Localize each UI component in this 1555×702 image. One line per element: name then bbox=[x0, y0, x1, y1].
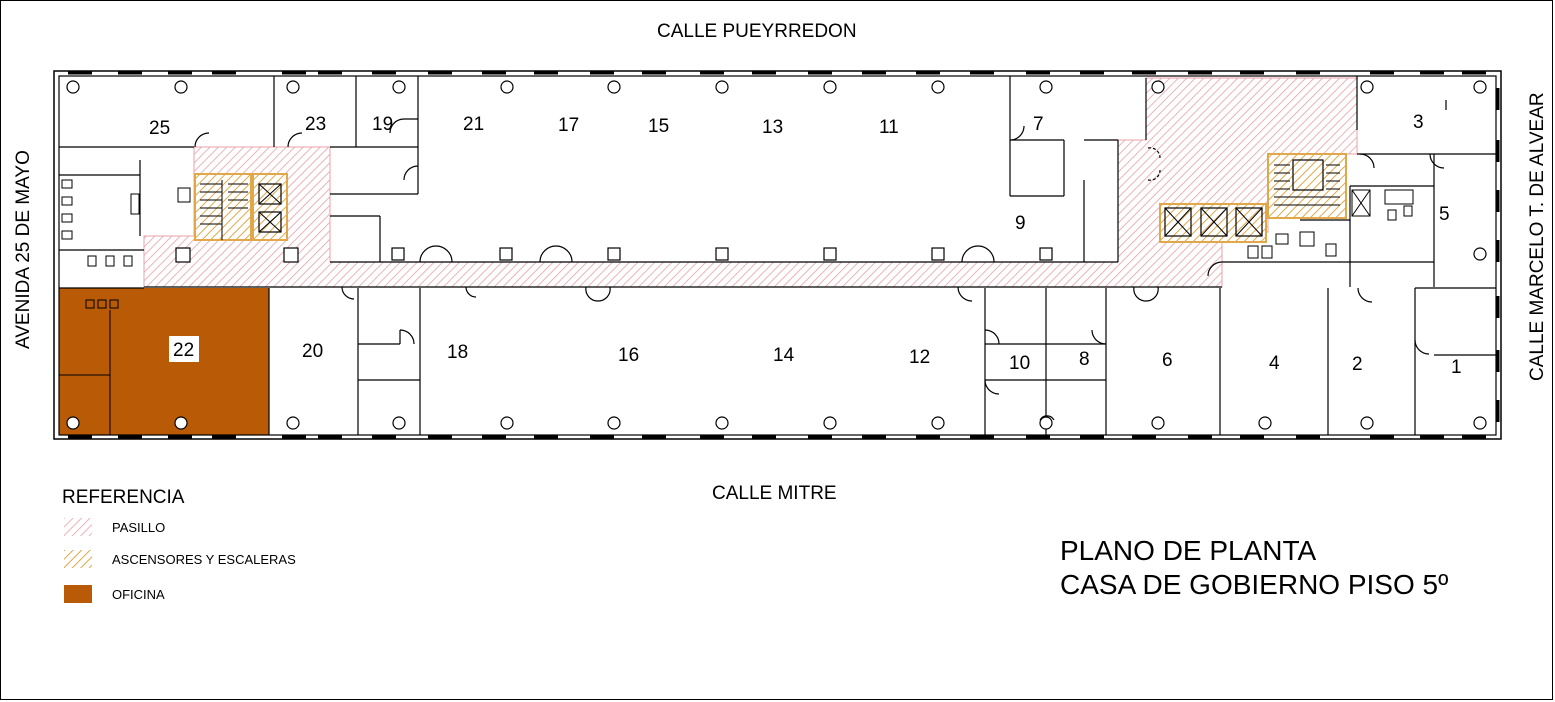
legend-label-elevators-stairs: ASCENSORES Y ESCALERAS bbox=[112, 551, 296, 567]
elevator-e3 bbox=[1235, 207, 1263, 237]
room-label-3: 3 bbox=[1413, 112, 1424, 133]
room-label-22: 22 bbox=[173, 340, 194, 361]
elevator-e1 bbox=[1164, 207, 1192, 237]
elevators-stairs-swatch-icon bbox=[64, 550, 92, 568]
legend-label-corridor: PASILLO bbox=[112, 519, 166, 535]
windows bbox=[68, 71, 1500, 439]
room-label-12: 12 bbox=[909, 347, 930, 368]
room-label-11: 11 bbox=[879, 117, 899, 138]
street-label-north: CALLE PUEYRREDON bbox=[657, 21, 857, 42]
stairs-west bbox=[194, 173, 252, 241]
room-label-8: 8 bbox=[1079, 349, 1090, 370]
office-swatch-icon bbox=[64, 585, 92, 603]
corridor-zones bbox=[143, 77, 1358, 288]
stairs-east bbox=[1267, 153, 1347, 219]
plan-title-line1: PLANO DE PLANTA bbox=[1060, 535, 1317, 566]
legend-item-office: OFICINA bbox=[64, 584, 165, 604]
room-label-6: 6 bbox=[1162, 350, 1173, 371]
room-label-14: 14 bbox=[773, 345, 795, 366]
services-east bbox=[1247, 189, 1414, 259]
corridor-swatch-icon bbox=[64, 518, 92, 536]
legend-label-office: OFICINA bbox=[112, 586, 165, 602]
room-label-18: 18 bbox=[447, 342, 468, 363]
room-label-2: 2 bbox=[1352, 354, 1363, 375]
room-label-15: 15 bbox=[648, 116, 669, 137]
legend-title: REFERENCIA bbox=[62, 487, 185, 508]
legend-item-elevators-stairs: ASCENSORES Y ESCALERAS bbox=[64, 549, 296, 569]
columns bbox=[66, 80, 1487, 430]
room-label-19: 19 bbox=[372, 114, 393, 135]
elevator-e2 bbox=[1200, 207, 1228, 237]
room-label-9: 9 bbox=[1015, 213, 1026, 234]
toilets-west bbox=[61, 179, 191, 309]
room-label-21: 21 bbox=[463, 114, 484, 135]
room-label-20: 20 bbox=[302, 341, 323, 362]
room-label-4: 4 bbox=[1269, 353, 1280, 374]
room-label-16: 16 bbox=[618, 345, 639, 366]
room-label-25: 25 bbox=[149, 118, 170, 139]
room-label-7: 7 bbox=[1033, 114, 1044, 135]
corridor-main bbox=[143, 77, 1358, 288]
room-label-1: 1 bbox=[1451, 357, 1462, 378]
elevator-w1 bbox=[258, 183, 282, 205]
plan-title-line2: CASA DE GOBIERNO PISO 5º bbox=[1060, 569, 1449, 600]
street-label-south: CALLE MITRE bbox=[712, 483, 837, 504]
room-label-5: 5 bbox=[1439, 204, 1450, 225]
elevators-stairs bbox=[194, 153, 1347, 243]
room-labels: 25 23 19 21 17 15 13 11 7 9 3 5 22 20 18… bbox=[149, 112, 1462, 378]
room-label-23: 23 bbox=[305, 114, 326, 135]
room-label-17: 17 bbox=[558, 115, 579, 136]
legend-item-corridor: PASILLO bbox=[64, 517, 165, 537]
elevator-w2 bbox=[258, 211, 282, 233]
room-label-13: 13 bbox=[762, 117, 783, 138]
office-22-fill bbox=[59, 288, 269, 435]
building-walls bbox=[53, 70, 1502, 440]
room-label-10: 10 bbox=[1009, 353, 1030, 374]
doors bbox=[194, 100, 1447, 421]
